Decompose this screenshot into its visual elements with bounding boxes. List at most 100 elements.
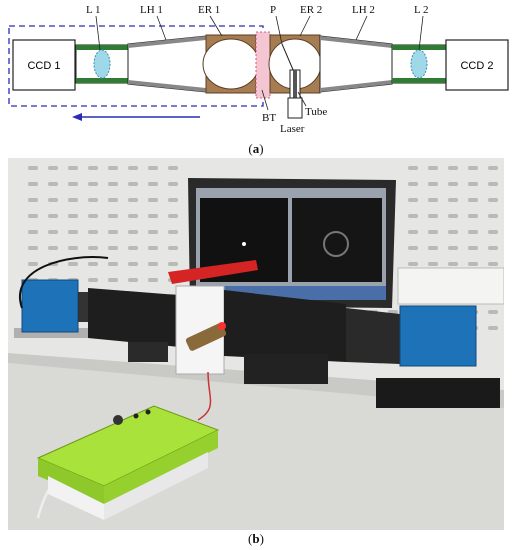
screen-ring bbox=[323, 231, 349, 257]
pegboard-hole bbox=[28, 262, 38, 266]
pegboard-hole bbox=[408, 182, 418, 186]
pegboard-hole bbox=[48, 182, 58, 186]
lens-holder-1-bottom bbox=[76, 78, 128, 83]
pegboard-hole bbox=[408, 246, 418, 250]
camera-right bbox=[399, 305, 477, 367]
label-lh2: LH 2 bbox=[352, 4, 375, 16]
label-er1: ER 1 bbox=[198, 4, 220, 16]
pegboard-hole bbox=[468, 182, 478, 186]
pegboard-hole bbox=[128, 214, 138, 218]
label-bt: BT bbox=[262, 112, 276, 124]
pegboard-hole bbox=[448, 246, 458, 250]
label-lh1: LH 1 bbox=[140, 4, 163, 16]
laser-light bbox=[218, 322, 226, 330]
caption-a-letter: a bbox=[252, 141, 260, 156]
lh2-wall-top bbox=[320, 36, 392, 48]
pegboard-hole bbox=[68, 166, 78, 170]
pegboard-hole bbox=[128, 198, 138, 202]
white-base-front bbox=[48, 476, 104, 520]
pegboard-hole bbox=[488, 230, 498, 234]
laser-probe bbox=[185, 323, 227, 351]
pegboard-hole bbox=[408, 166, 418, 170]
pegboard-hole bbox=[28, 246, 38, 250]
label-laser: Laser bbox=[280, 123, 305, 135]
pegboard-hole bbox=[488, 182, 498, 186]
knob bbox=[113, 415, 123, 425]
pegboard-hole bbox=[168, 166, 178, 170]
pegboard-hole bbox=[448, 214, 458, 218]
caption-a: (a) bbox=[0, 141, 512, 157]
ccd2-box bbox=[445, 39, 509, 91]
pegboard-hole bbox=[28, 182, 38, 186]
pegboard-hole bbox=[488, 198, 498, 202]
pegboard-hole bbox=[108, 214, 118, 218]
label-l1: L 1 bbox=[86, 4, 101, 16]
pegboard-hole bbox=[68, 246, 78, 250]
pegboard-hole bbox=[128, 278, 138, 282]
pegboard-hole bbox=[168, 182, 178, 186]
pegboard-hole bbox=[428, 166, 438, 170]
pegboard-hole bbox=[428, 198, 438, 202]
caption-b: (b) bbox=[0, 531, 512, 547]
label-tube: Tube bbox=[305, 106, 327, 118]
switch-2 bbox=[145, 409, 151, 415]
pegboard-hole bbox=[128, 262, 138, 266]
pegboard-hole bbox=[88, 278, 98, 282]
lh1-wall-bottom bbox=[128, 80, 206, 92]
pegboard-hole bbox=[48, 246, 58, 250]
pegboard-hole bbox=[108, 182, 118, 186]
caption-b-close: ) bbox=[259, 531, 264, 546]
screen-image-right bbox=[292, 198, 382, 282]
pegboard-hole bbox=[448, 166, 458, 170]
pegboard-hole bbox=[108, 262, 118, 266]
pegboard-hole bbox=[488, 166, 498, 170]
cable-red bbox=[197, 371, 212, 421]
pegboard-hole bbox=[128, 246, 138, 250]
pegboard-hole bbox=[128, 182, 138, 186]
caption-b-open: ( bbox=[248, 531, 253, 546]
power-strip bbox=[397, 267, 504, 305]
pegboard-hole bbox=[468, 262, 478, 266]
tube-right bbox=[224, 290, 346, 362]
pegboard-hole bbox=[128, 166, 138, 170]
caption-a-open: ( bbox=[248, 141, 253, 156]
bt-element bbox=[255, 31, 271, 99]
lh1-wall-top bbox=[128, 36, 206, 48]
pegboard-hole bbox=[68, 230, 78, 234]
camera-left-mount bbox=[78, 292, 88, 322]
pegboard-hole bbox=[28, 166, 38, 170]
tube-left bbox=[88, 288, 190, 348]
pegboard-hole bbox=[128, 230, 138, 234]
caption-a-close: ) bbox=[259, 141, 264, 156]
pegboard-hole bbox=[448, 262, 458, 266]
pegboard-hole bbox=[88, 262, 98, 266]
probe-p-line bbox=[281, 43, 295, 73]
pegboard-hole bbox=[108, 278, 118, 282]
label-er2: ER 2 bbox=[300, 4, 322, 16]
pegboard-hole bbox=[408, 198, 418, 202]
pegboard-hole bbox=[448, 198, 458, 202]
pegboard-hole bbox=[488, 262, 498, 266]
pegboard-hole bbox=[68, 198, 78, 202]
er1-lens bbox=[202, 38, 260, 90]
pegboard-hole bbox=[88, 166, 98, 170]
pegboard-hole bbox=[408, 262, 418, 266]
tube-left-stand bbox=[128, 342, 168, 362]
pegboard-hole bbox=[408, 214, 418, 218]
pegboard-hole bbox=[148, 230, 158, 234]
pegboard-hole bbox=[88, 198, 98, 202]
lens-l2 bbox=[410, 49, 428, 79]
pegboard-hole bbox=[148, 246, 158, 250]
pegboard-hole bbox=[468, 230, 478, 234]
pegboard-hole bbox=[28, 214, 38, 218]
pegboard-hole bbox=[448, 182, 458, 186]
pegboard-hole bbox=[148, 182, 158, 186]
pegboard-hole bbox=[148, 198, 158, 202]
green-box-side bbox=[104, 430, 218, 504]
cable-left bbox=[19, 256, 109, 309]
pegboard-hole bbox=[88, 246, 98, 250]
pegboard-hole bbox=[48, 214, 58, 218]
pegboard-hole bbox=[468, 214, 478, 218]
pegboard-hole bbox=[28, 198, 38, 202]
pegboard-hole bbox=[148, 278, 158, 282]
